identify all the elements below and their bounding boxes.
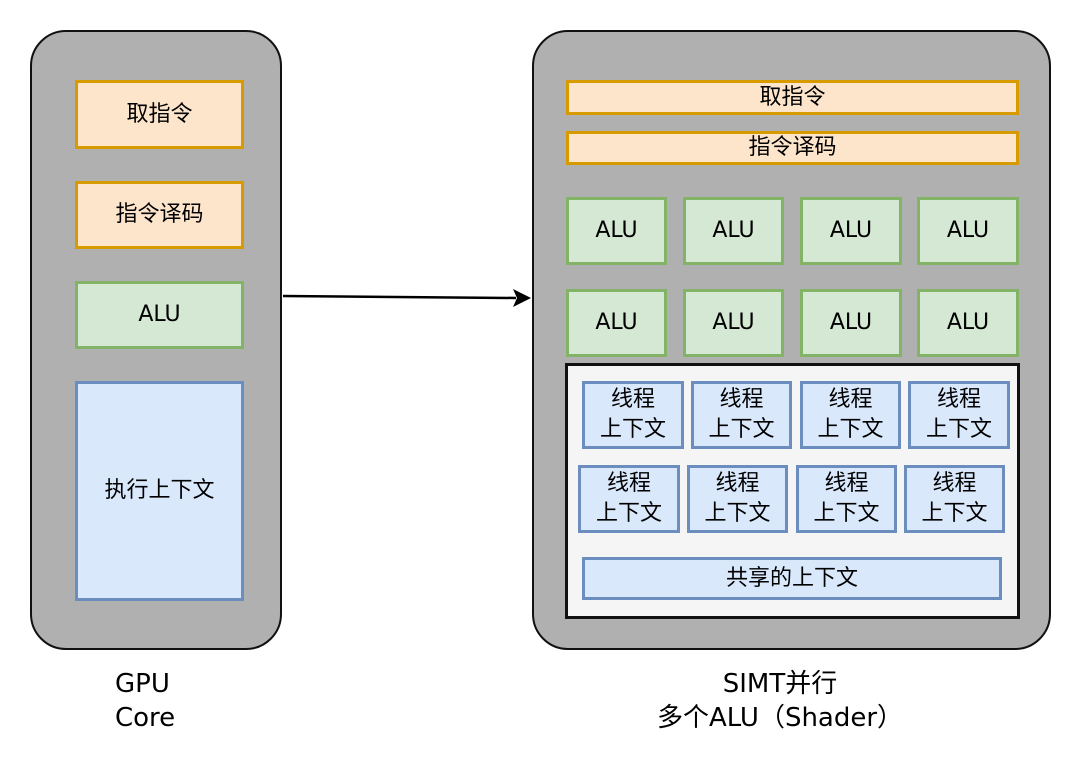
thread-context-box: 线程上下文 [578, 465, 680, 533]
caption-line: 多个ALU（Shader） [656, 703, 904, 733]
thread-context-label: 线程上下文 [599, 387, 666, 442]
alu-label: ALU [712, 310, 755, 336]
thread-context-box: 线程上下文 [582, 381, 684, 449]
arrow-line [282, 294, 517, 300]
alu-label: ALU [946, 218, 990, 244]
thread-context-label: 线程上下文 [708, 387, 775, 442]
thread-context-box: 线程上下文 [687, 465, 788, 533]
alu-box: ALU [566, 197, 667, 265]
thread-context-label: 线程上下文 [817, 387, 884, 442]
thread-context-box: 线程上下文 [904, 465, 1005, 533]
alu-label: ALU [595, 218, 638, 244]
arrow-head [513, 289, 531, 307]
thread-context-label: 线程上下文 [921, 471, 988, 526]
thread-context-box: 线程上下文 [796, 465, 897, 533]
thread-context-label: 线程上下文 [925, 387, 992, 442]
alu-label: ALU [829, 218, 873, 244]
alu-box: ALU [800, 289, 902, 357]
alu-label: ALU [595, 310, 638, 336]
alu-box: ALU [566, 289, 667, 357]
simt-caption: SIMT并行多个ALU（Shader） [620, 666, 940, 738]
thread-context-label: 线程上下文 [704, 471, 771, 526]
decode-label: 指令译码 [115, 202, 204, 228]
alu-label: ALU [829, 310, 873, 336]
alu-label: ALU [138, 302, 181, 328]
thread-context-label: 线程上下文 [813, 471, 880, 526]
context-label: 执行上下文 [104, 478, 215, 504]
alu-box: ALU [800, 197, 902, 265]
alu-box: ALU [917, 289, 1019, 357]
execution-context-box: 执行上下文 [75, 381, 244, 601]
thread-context-label: 线程上下文 [595, 471, 662, 526]
decode-bar: 指令译码 [566, 131, 1019, 165]
caption-line: GPU [115, 669, 170, 699]
fetch-bar: 取指令 [566, 80, 1019, 115]
fetch-label: 取指令 [126, 101, 193, 127]
decode-label: 指令译码 [748, 135, 837, 161]
alu-box: ALU [75, 281, 244, 349]
thread-context-box: 线程上下文 [800, 381, 901, 449]
fetch-box: 取指令 [75, 80, 244, 149]
alu-box: ALU [683, 289, 784, 357]
caption-line: SIMT并行 [722, 669, 838, 700]
caption-line: Core [115, 702, 176, 733]
alu-box: ALU [917, 197, 1019, 265]
shared-context-label: 共享的上下文 [725, 565, 858, 591]
fetch-label: 取指令 [759, 84, 826, 110]
shared-context-box: 共享的上下文 [582, 557, 1002, 600]
alu-box: ALU [683, 197, 784, 265]
alu-label: ALU [712, 218, 755, 244]
alu-label: ALU [946, 310, 990, 336]
thread-context-box: 线程上下文 [691, 381, 792, 449]
decode-box: 指令译码 [75, 181, 244, 249]
thread-context-box: 线程上下文 [908, 381, 1010, 449]
